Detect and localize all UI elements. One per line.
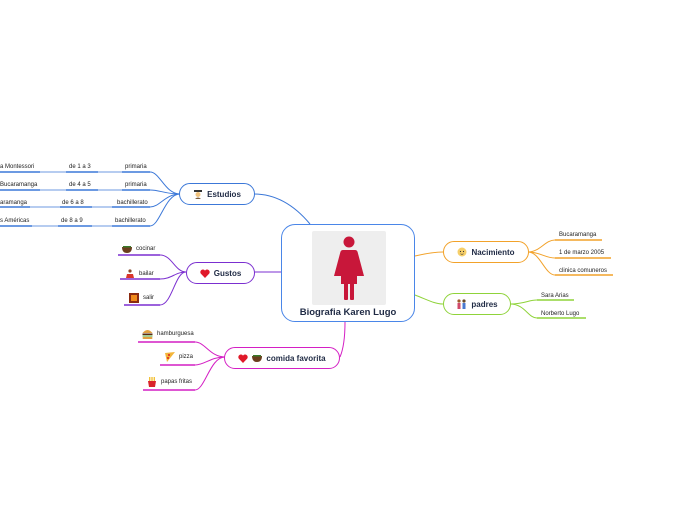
comida-item-label: hamburguesa: [157, 331, 194, 337]
woman-figure-image: [312, 231, 386, 305]
comida-item-papas-fritas[interactable]: papas fritas: [147, 377, 192, 387]
gustos-label: Gustos: [213, 268, 242, 278]
estudios-grades-3[interactable]: de 6 a 8: [62, 200, 84, 206]
heart-icon: [200, 269, 210, 278]
estudios-grades-1[interactable]: de 1 a 3: [69, 164, 91, 170]
estudios-school-1[interactable]: a Montessori: [0, 164, 35, 170]
padres-label: padres: [471, 299, 498, 309]
estudios-node[interactable]: Estudios: [179, 183, 255, 205]
estudios-school-2[interactable]: Bucaramanga: [0, 182, 38, 188]
nacimiento-clinica[interactable]: clinica comuneros: [559, 268, 608, 274]
padres-padre[interactable]: Norberto Lugo: [541, 311, 580, 317]
comida-item-label: papas fritas: [161, 379, 193, 385]
comida-item-hamburguesa[interactable]: hamburguesa: [142, 329, 194, 339]
comida-item-pizza[interactable]: pizza: [165, 352, 193, 362]
nacimiento-fecha[interactable]: 1 de marzo 2005: [559, 250, 605, 256]
gustos-item-bailar[interactable]: bailar: [125, 269, 154, 279]
estudios-school-3[interactable]: aramanga: [0, 200, 28, 206]
estudios-level-4[interactable]: bachillerato: [115, 218, 146, 224]
comida-favorita-node[interactable]: comida favorita: [224, 347, 340, 369]
cooking-pot-icon: [122, 245, 132, 253]
couple-icon: [456, 299, 467, 309]
pizza-icon: [165, 352, 175, 362]
padres-node[interactable]: padres: [443, 293, 511, 315]
gustos-item-salir[interactable]: salir: [129, 293, 154, 303]
estudios-grades-2[interactable]: de 4 a 5: [69, 182, 91, 188]
estudios-label: Estudios: [207, 189, 241, 199]
comida-favorita-label: comida favorita: [266, 353, 326, 363]
estudios-school-4[interactable]: s Américas: [0, 218, 30, 224]
nacimiento-label: Nacimiento: [471, 247, 515, 257]
central-topic[interactable]: Biografia Karen Lugo: [281, 224, 415, 322]
gustos-item-label: salir: [143, 295, 155, 301]
hamburger-icon: [142, 329, 153, 339]
french-fries-icon: [147, 377, 157, 387]
dancer-icon: [125, 269, 135, 279]
student-icon: [193, 189, 203, 199]
gustos-item-label: cocinar: [136, 246, 156, 252]
gustos-item-label: bailar: [139, 271, 154, 277]
estudios-grades-4[interactable]: de 8 a 9: [61, 218, 83, 224]
estudios-level-2[interactable]: primaria: [125, 182, 147, 188]
nacimiento-lugar[interactable]: Bucaramanga: [559, 232, 597, 238]
gustos-item-cocinar[interactable]: cocinar: [122, 245, 155, 253]
picture-frame-icon: [129, 293, 139, 303]
heart-icon: [238, 354, 249, 363]
food-bowl-icon: [252, 354, 263, 362]
baby-icon: [457, 247, 467, 257]
nacimiento-node[interactable]: Nacimiento: [443, 241, 529, 263]
gustos-node[interactable]: Gustos: [186, 262, 255, 284]
padres-madre[interactable]: Sara Arias: [541, 293, 569, 299]
comida-item-label: pizza: [179, 354, 194, 360]
central-title: Biografia Karen Lugo: [299, 307, 397, 318]
estudios-level-1[interactable]: primaria: [125, 164, 147, 170]
estudios-level-3[interactable]: bachillerato: [117, 200, 148, 206]
